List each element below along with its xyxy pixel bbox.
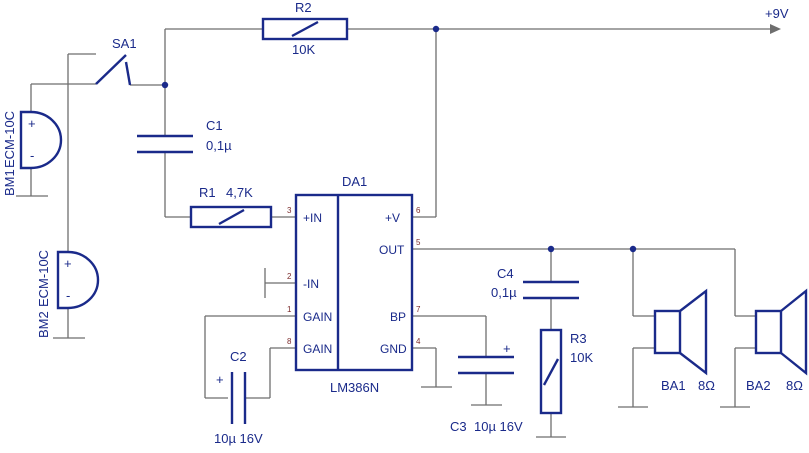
sa1-ref: SA1 [112,36,137,51]
ba2-ref: BA2 [746,378,771,393]
c2-plus: + [216,372,224,387]
microphone-bm2: + - BM2 ECM-10C [36,250,100,338]
junction-dot [547,245,555,253]
pin-label-vplus: +V [385,211,400,225]
r3-value: 10K [570,350,593,365]
ic-da1: DA1 LM386N +IN -IN GAIN GAIN +V OUT BP G… [287,174,421,395]
wires [16,28,770,438]
bm1-value: ECM-10C [2,111,17,168]
pin-number-6: 6 [416,206,421,215]
pin-number-7: 7 [416,305,421,314]
resistor-r3: R3 10K [539,328,593,415]
c4-ref: C4 [497,266,514,281]
speaker-ba2: BA2 8Ω [746,288,808,393]
bm2-minus: - [66,288,70,303]
bm1-ref: BM1 [2,169,17,196]
bm2-value: ECM-10C [36,250,51,307]
c1-value: 0,1µ [206,138,232,153]
da1-part: LM386N [330,380,379,395]
capacitor-c1: C1 0,1µ [137,118,232,154]
bm2-ref: BM2 [36,311,51,338]
r2-ref: R2 [295,0,312,15]
switch-sa1: SA1 [95,36,137,86]
pin-label-gain1: GAIN [303,310,332,324]
capacitor-c2: + C2 10µ 16V [214,349,263,446]
bm2-plus: + [64,256,72,271]
junction-dot [629,245,637,253]
bm1-plus: + [28,116,36,131]
junction-dot [161,81,169,89]
pin-label-bp: BP [390,310,406,324]
da1-ref: DA1 [342,174,367,189]
resistor-r1: R1 4,7K [189,185,273,229]
capacitor-c4: C4 0,1µ [491,266,579,300]
ba1-value: 8Ω [698,378,715,393]
supply-label: +9V [765,6,789,21]
pin-label-out: OUT [379,243,405,257]
r3-ref: R3 [570,331,587,346]
c1-ref: C1 [206,118,223,133]
c2-value: 10µ 16V [214,431,263,446]
junctions [161,25,637,253]
bm1-minus: - [30,148,34,163]
pin-number-2: 2 [287,272,292,281]
capacitor-c3: + C3 10µ 16V [450,341,523,434]
r2-value: 10K [292,42,315,57]
pin-number-4: 4 [416,337,421,346]
ba1-ref: BA1 [661,378,686,393]
pin-label-gnd: GND [380,342,407,356]
supply-arrow-icon [770,24,781,34]
r1-ref: R1 [199,185,216,200]
pin-number-8: 8 [287,337,292,346]
c3-value: 10µ 16V [474,419,523,434]
c3-ref: C3 [450,419,467,434]
junction-dot [432,25,440,33]
microphone-bm1: + - BM1 ECM-10C [2,110,63,196]
pin-number-1: 1 [287,305,292,314]
pin-number-5: 5 [416,238,421,247]
pin-label-in-minus: -IN [303,277,319,291]
pin-label-gain8: GAIN [303,342,332,356]
pin-label-in-plus: +IN [303,211,322,225]
ba2-value: 8Ω [786,378,803,393]
resistor-r2: R2 10K [261,0,349,57]
c2-ref: C2 [230,349,247,364]
c3-plus: + [503,341,511,356]
c4-value: 0,1µ [491,285,517,300]
r1-value: 4,7K [226,185,253,200]
speaker-ba1: BA1 8Ω [653,288,715,393]
pin-number-3: 3 [287,206,292,215]
